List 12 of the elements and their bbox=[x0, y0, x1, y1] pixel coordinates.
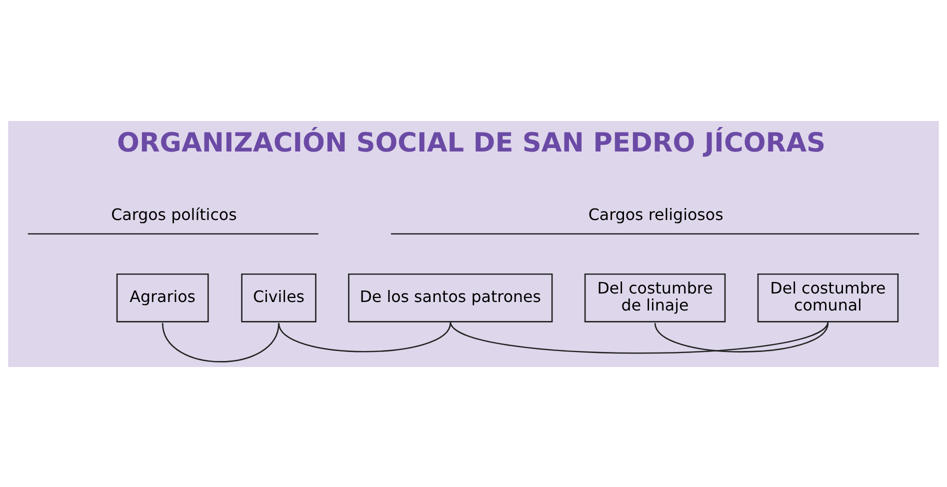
node-box: Civiles bbox=[241, 272, 316, 322]
label: Cargos políticos bbox=[111, 204, 237, 224]
connector bbox=[654, 322, 829, 352]
node-box: Del costumbre de linaje bbox=[584, 272, 726, 322]
label: Cargos religiosos bbox=[588, 204, 724, 224]
connector bbox=[278, 322, 452, 352]
connector bbox=[162, 322, 280, 362]
node-box: Del costumbre comunal bbox=[757, 272, 899, 322]
node-box: Agrarios bbox=[116, 272, 209, 322]
connector bbox=[450, 320, 828, 354]
diagram-title: ORGANIZACIÓN SOCIAL DE SAN PEDRO JÍCORAS bbox=[117, 126, 826, 158]
node-box: De los santos patrones bbox=[348, 272, 553, 322]
